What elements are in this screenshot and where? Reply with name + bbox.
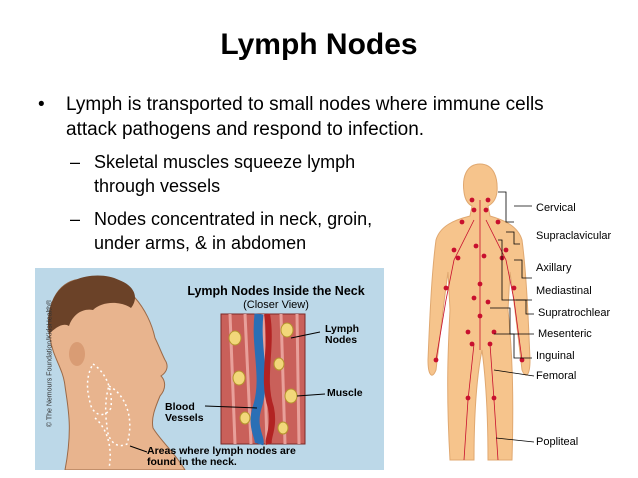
closeup-nodes — [228, 322, 298, 435]
pointer-areas — [129, 445, 148, 453]
label-supratrochlear: Supratrochlear — [538, 307, 611, 319]
neck-illustration: © The Nemours Foundation/KidsHealth® Lym… — [35, 268, 384, 470]
label-cervical: Cervical — [536, 202, 576, 214]
bullet-marker: • — [38, 94, 45, 115]
vein — [250, 313, 266, 446]
pointer-lymph — [290, 331, 321, 339]
body-figure-art — [427, 163, 535, 461]
label-inguinal: Inguinal — [536, 350, 575, 362]
body-silhouette — [427, 163, 531, 461]
bullet-main-text: Lymph is transported to small nodes wher… — [66, 94, 544, 140]
sub-bullet-2-text: Nodes concentrated in neck, groin, under… — [94, 209, 373, 253]
neck-illustration-art — [48, 275, 326, 470]
neck-title: Lymph Nodes Inside the Neck — [187, 284, 365, 298]
label-blood-vessels: Blood Vessels — [165, 401, 204, 424]
neck-subtitle: (Closer View) — [243, 299, 309, 311]
body-lymph-figure: Cervical Supraclavicular Axillary Medias… — [410, 160, 638, 470]
child-ear — [69, 342, 85, 366]
copyright-text: © The Nemours Foundation/KidsHealth® — [46, 299, 54, 428]
label-femoral: Femoral — [536, 370, 577, 382]
label-areas: Areas where lymph nodes are found in the… — [147, 445, 296, 468]
sub-marker: – — [70, 209, 81, 229]
label-mediastinal: Mediastinal — [536, 285, 592, 297]
pointer-muscle — [296, 393, 326, 397]
sub-marker: – — [70, 152, 81, 172]
label-mesenteric: Mesenteric — [538, 328, 592, 340]
node-area-2 — [104, 384, 131, 447]
node-area-3 — [94, 417, 111, 469]
child-hair — [48, 275, 135, 334]
pointer-vessels — [204, 405, 258, 409]
label-popliteal: Popliteal — [536, 436, 579, 448]
label-supraclavicular: Supraclavicular — [536, 230, 612, 242]
slide-title: Lymph Nodes — [220, 28, 418, 61]
label-axillary: Axillary — [536, 262, 572, 274]
body-vessels — [435, 200, 523, 461]
label-lymph-nodes: Lymph Nodes — [325, 323, 360, 346]
child-head — [48, 277, 186, 470]
leader-lines — [490, 191, 535, 443]
label-muscle: Muscle — [327, 387, 363, 399]
artery — [263, 313, 276, 445]
sub-bullet-1-text: Skeletal muscles squeeze lymph through v… — [94, 152, 356, 196]
